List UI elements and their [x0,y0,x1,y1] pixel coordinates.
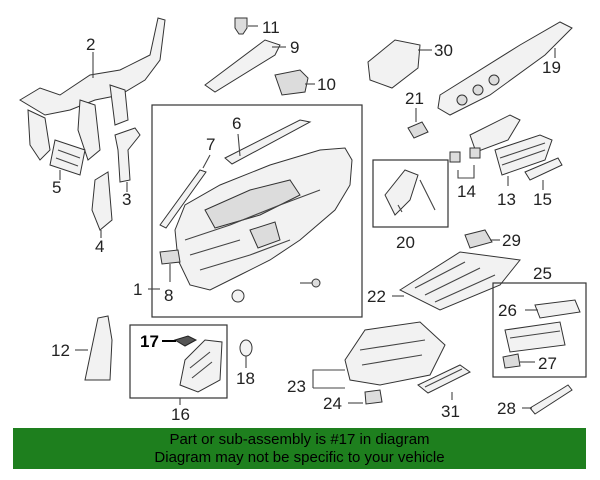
part-9-trim-panel [204,39,286,93]
callout-22: 22 [367,287,386,306]
group-20-box [372,159,449,228]
part-6-defrost-trim [224,119,312,165]
group-25-box [492,282,587,378]
callout-16: 16 [171,405,190,424]
part-11-clip [234,17,258,35]
dashboard-group-box [151,104,363,318]
part-19-trim-strip [437,21,573,116]
part-27-lamp [502,353,535,369]
banner-line-1: Part or sub-assembly is #17 in diagram [169,431,430,448]
callout-18: 18 [236,369,255,388]
banner-line-2: Diagram may not be specific to your vehi… [154,449,445,466]
part-28-trim-strip [522,384,573,415]
callout-25: 25 [533,264,552,283]
callout-1: 1 [133,280,142,299]
callout-7: 7 [206,135,215,154]
bolts [231,278,321,303]
callout-15: 15 [533,190,552,209]
part-2-cross-car-beam [19,17,166,161]
callout-24: 24 [323,394,342,413]
part-20-assembly [384,169,436,216]
callout-14: 14 [457,182,476,201]
part-31-module [417,364,471,400]
callout-5: 5 [52,178,61,197]
callout-20: 20 [396,233,415,252]
callout-28: 28 [497,399,516,418]
callout-17-highlighted: 17 [140,332,159,351]
group-16-box [129,324,228,399]
part-26-lid [525,299,581,319]
callout-3: 3 [122,190,131,209]
callout-30: 30 [434,41,453,60]
part-21-clip [407,108,429,139]
callout-4: 4 [95,237,104,256]
callout-8: 8 [164,286,173,305]
callout-12: 12 [51,341,70,360]
part-5-bracket [49,139,86,180]
part-30-cover [367,39,432,89]
part-14-clips [449,147,481,179]
part-13-vent [494,134,553,186]
part-7-trim-strip [159,154,211,229]
part-23-console-bracket [312,321,446,389]
callout-10: 10 [317,75,336,94]
part-24-clip [348,389,383,405]
callout-6: 6 [232,114,241,133]
callout-31: 31 [441,402,460,421]
part-22-insulator [392,251,521,311]
callout-11: 11 [262,18,280,37]
info-banner: Part or sub-assembly is #17 in diagram D… [13,428,586,469]
callout-19: 19 [542,58,561,77]
part-17-highlighted [162,335,198,347]
part-4-bracket [91,171,113,238]
part-18-grommet [239,339,253,368]
callout-21: 21 [405,89,424,108]
part-29-bracket [464,229,500,249]
callout-23: 23 [287,377,306,396]
part-1-instrument-panel [148,147,353,291]
callout-27: 27 [538,354,557,373]
callout-26: 26 [498,301,517,320]
part-10-switch [274,69,315,96]
callout-2: 2 [86,35,95,54]
parts-diagram: 1 2 3 4 5 6 7 8 9 10 11 12 13 14 15 16 1… [19,17,587,424]
part-12-end-cap [75,315,113,381]
part-8-vent [159,249,181,282]
part-16-assembly [179,339,223,393]
part-3-bracket [114,127,141,192]
callout-13: 13 [497,190,516,209]
callout-29: 29 [502,231,521,250]
part-15-trim [524,157,563,190]
part-25-box-body [504,321,566,353]
callout-9: 9 [290,38,299,57]
